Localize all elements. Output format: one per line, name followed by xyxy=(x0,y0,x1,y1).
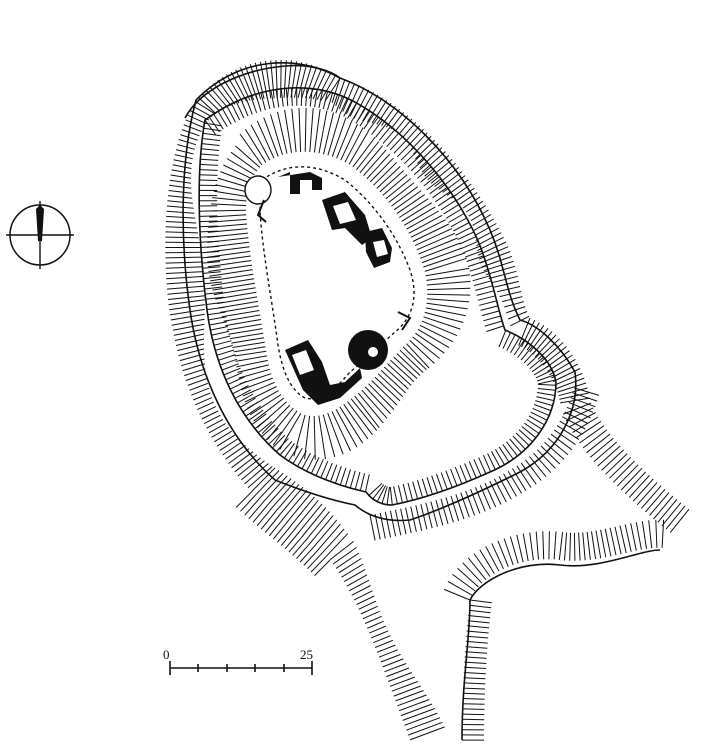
north-arrow-icon xyxy=(6,201,74,269)
inner-ward xyxy=(244,166,415,405)
round-tower-icon xyxy=(348,330,388,370)
upper-ditch-inner-edge xyxy=(198,87,557,506)
round-tower-interior xyxy=(368,347,378,357)
east-valley-edge xyxy=(469,549,661,601)
scale-start-label: 0 xyxy=(163,647,170,662)
outer-slope-hachure xyxy=(165,59,530,741)
cistern xyxy=(244,175,272,205)
scale-bar xyxy=(169,661,313,675)
hilltop-rim xyxy=(184,64,341,119)
north-building-room xyxy=(333,202,356,224)
west-wall-trace xyxy=(256,199,267,223)
east-wall-trace xyxy=(397,311,412,331)
scale-end-label: 25 xyxy=(300,647,313,662)
ditch-outlines xyxy=(182,62,661,741)
east-building-room xyxy=(373,240,388,257)
inner-ward-slope-hachure xyxy=(206,107,471,460)
south-building-room xyxy=(292,350,314,375)
gate-wall-fragment xyxy=(278,172,322,194)
spur-slope-hachure xyxy=(235,317,690,741)
upper-ditch-outer-edge xyxy=(182,62,577,522)
south-valley-edge xyxy=(461,599,471,741)
